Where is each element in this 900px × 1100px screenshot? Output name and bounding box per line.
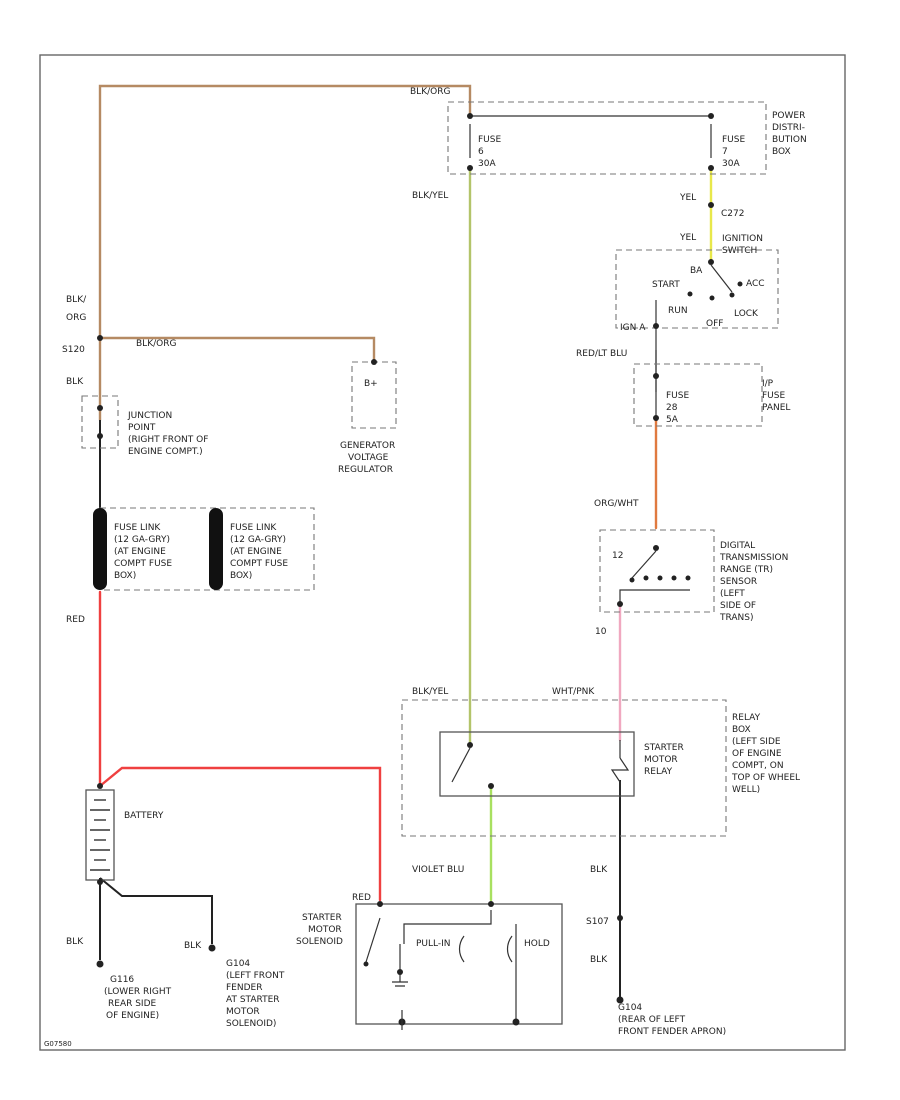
starter-relay-label: STARTER MOTOR RELAY: [644, 743, 687, 777]
wire-label-blk-g104b: BLK: [590, 955, 608, 965]
fuse-link-1-label: FUSE LINK (12 GA-GRY) (AT ENGINE COMPT F…: [114, 523, 175, 581]
wire-red-solenoid: [98, 766, 382, 902]
ground-g104b: [616, 996, 624, 1004]
footer-code: G07580: [44, 1040, 72, 1048]
wire-label-blk-org-2: ORG: [66, 313, 86, 323]
fuse-link-2-label: FUSE LINK (12 GA-GRY) (AT ENGINE COMPT F…: [230, 523, 291, 581]
wire-blk-org-top: [98, 84, 472, 422]
wire-label-s107: S107: [586, 917, 609, 927]
digital-tr-sensor-label: DIGITAL TRANSMISSION RANGE (TR) SENSOR (…: [719, 541, 791, 623]
ign-lock: LOCK: [734, 309, 759, 319]
starter-motor-solenoid: [355, 903, 563, 1025]
junction-point-label: JUNCTION POINT (RIGHT FRONT OF ENGINE CO…: [127, 411, 211, 457]
power-distribution-box: [447, 101, 767, 175]
fuse-6: [467, 113, 473, 171]
solenoid-internals: [363, 901, 520, 1030]
battery: [85, 789, 115, 881]
fuse-28-bottom: [653, 415, 659, 421]
battery-positive: [97, 783, 103, 789]
ip-fuse-panel-label: I/P FUSE PANEL: [762, 379, 790, 413]
generator-b-pin: [371, 359, 377, 365]
junction-point: [81, 395, 119, 449]
wire-label-red-solenoid: RED: [352, 893, 371, 903]
wire-label-blk-3: BLK: [184, 941, 202, 951]
ign-ign: IGN A: [620, 323, 646, 333]
g104b-label: G104 (REAR OF LEFT FRONT FENDER APRON): [618, 1003, 726, 1037]
connector-c272-pin: [708, 202, 714, 208]
fuse-7: [708, 113, 714, 171]
tr-pin-10: 10: [595, 627, 607, 637]
ign-start: START: [652, 280, 680, 290]
hold-label: HOLD: [524, 939, 550, 949]
ground-g116: [96, 960, 104, 968]
fuse-28-top: [653, 373, 659, 379]
wire-label-org-wht: ORG/WHT: [594, 499, 639, 509]
wire-label-s120: S120: [62, 345, 85, 355]
relay-box-label: RELAY BOX (LEFT SIDE OF ENGINE COMPT, ON…: [731, 713, 803, 795]
fuse-link-1: [93, 508, 107, 590]
wire-label-yel-1: YEL: [679, 193, 696, 203]
battery-label: BATTERY: [124, 811, 164, 821]
ignition-switch-contacts: [653, 259, 743, 329]
ign-acc: ACC: [746, 279, 765, 289]
diagram-frame: [39, 54, 846, 1051]
wire-label-blk-org-1: BLK/: [66, 295, 87, 305]
generator-voltage-regulator: [351, 361, 397, 429]
g116-label: G116 (LOWER RIGHT REAR SIDE OF ENGINE): [104, 975, 174, 1021]
wire-label-violet-blu: VIOLET BLU: [412, 865, 464, 875]
wire-label-blk-yel-relay: BLK/YEL: [412, 687, 448, 697]
digital-tr-sensor: [599, 529, 715, 613]
ignition-switch-label: IGNITION SWITCH: [722, 234, 766, 256]
ground-g104: [208, 944, 216, 952]
generator-b-plus: B+: [364, 379, 378, 389]
wire-blk-battery-g104: [99, 877, 213, 944]
solenoid-label: STARTER MOTOR SOLENOID: [296, 913, 345, 947]
wire-label-top-tan: BLK/ORG: [410, 87, 450, 97]
ign-off: OFF: [706, 319, 723, 329]
pdb-label: POWER DISTRI- BUTION BOX: [772, 111, 810, 157]
wire-label-blk-org-mid: BLK/ORG: [136, 339, 176, 349]
connector-s120: [97, 335, 103, 341]
wire-label-blk-relay: BLK: [590, 865, 608, 875]
ip-fuse-panel: [633, 363, 763, 427]
tr-sensor-contacts: [617, 545, 691, 607]
wire-label-wht-pnk: WHT/PNK: [552, 687, 595, 697]
tr-pin-12: 12: [612, 551, 623, 561]
connector-s172: [617, 915, 623, 921]
fuse-7-label: FUSE 7 30A: [722, 135, 748, 169]
wire-label-red-lt-blu: RED/LT BLU: [576, 349, 627, 359]
ign-ba: BA: [690, 266, 703, 276]
junction-bottom: [97, 433, 103, 439]
wire-label-yel-2: YEL: [679, 233, 696, 243]
ignition-switch: [615, 249, 779, 329]
g104-label: G104 (LEFT FRONT FENDER AT STARTER MOTOR…: [226, 959, 287, 1029]
wire-blk-org-generator: [98, 336, 376, 362]
ign-run: RUN: [668, 306, 688, 316]
fuse-28-label: FUSE 28 5A: [666, 391, 692, 425]
connector-c272-label: C272: [721, 209, 744, 219]
starter-motor-relay: [439, 731, 635, 797]
fuse-link-2: [209, 508, 223, 590]
wire-label-blk-yel-top: BLK/YEL: [412, 191, 448, 201]
pull-in-label: PULL-IN: [416, 939, 451, 949]
wire-label-red: RED: [66, 615, 85, 625]
relay-box: [401, 699, 727, 837]
wire-label-blk-2: BLK: [66, 937, 84, 947]
battery-negative: [97, 879, 103, 885]
starter-relay-contacts: [451, 740, 630, 798]
wire-label-blk-grn-1: BLK: [66, 377, 84, 387]
fuse-6-label: FUSE 6 30A: [478, 135, 504, 169]
junction-top: [97, 405, 103, 411]
battery-cells: [90, 799, 110, 871]
generator-label: GENERATOR VOLTAGE REGULATOR: [338, 441, 398, 475]
